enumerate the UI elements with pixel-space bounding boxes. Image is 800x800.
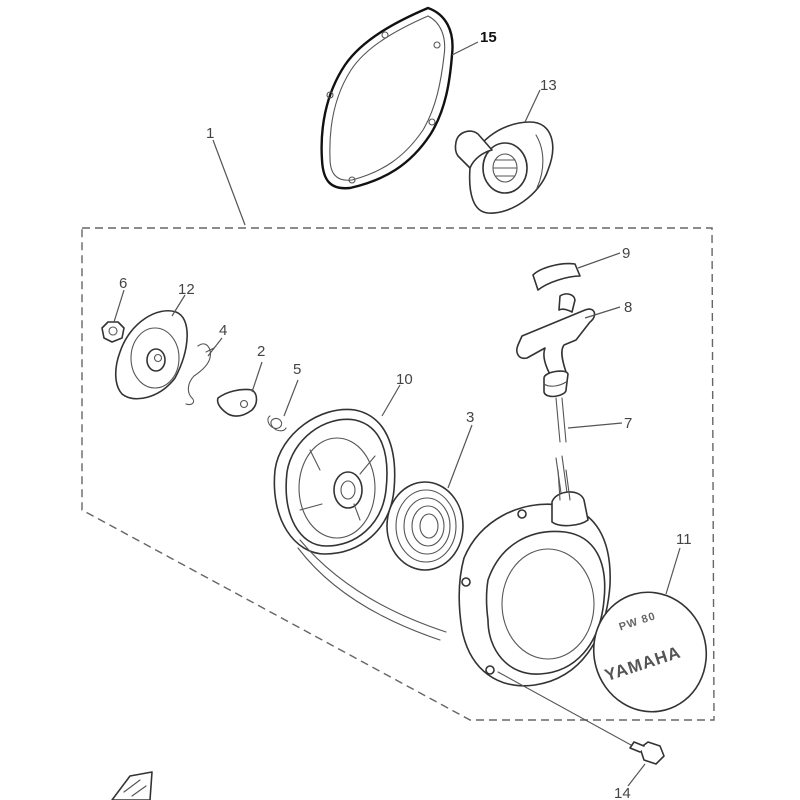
leader-3 [447,424,473,489]
leader-8 [584,306,621,319]
leader-14 [627,763,646,787]
callout-2: 2 [257,343,265,360]
clip-part-4 [185,343,215,406]
callout-8: 8 [624,299,632,316]
callout-6: 6 [119,275,127,292]
handle-part-8 [516,293,596,398]
callout-15: 15 [480,29,497,46]
spiral-spring-part-3 [386,481,464,571]
bolt-part-14 [629,741,665,765]
leader-11 [665,547,681,595]
plate-part-12 [114,310,188,400]
pawl-part-2 [216,388,258,417]
reel-part-10 [273,408,396,555]
leader-15 [451,41,479,56]
callout-12: 12 [178,281,195,298]
callout-9: 9 [622,245,630,262]
leader-5 [283,379,299,417]
callout-14: 14 [614,785,631,800]
callout-5: 5 [293,361,301,378]
leader-10 [381,384,401,417]
gasket-part-15 [320,6,454,190]
assembly-boundary [81,227,715,721]
nut-part-6 [101,321,125,343]
emblem-part-11: PW 80 YAMAHA [592,591,708,713]
callout-4: 4 [219,322,227,339]
callout-13: 13 [540,77,557,94]
pulley-part-13 [454,121,554,214]
callout-1: 1 [206,125,214,142]
leader-12 [171,294,186,317]
starter-case [458,469,611,687]
leader-13 [524,89,541,123]
leader-9 [577,252,621,269]
bolt-axis-line [497,671,641,751]
leader-1 [212,139,246,226]
spring-part-5 [267,415,287,432]
cropped-part-fragment [111,771,153,800]
leader-6 [113,289,125,323]
callout-7: 7 [624,415,632,432]
callout-11: 11 [676,531,692,548]
callout-10: 10 [396,371,413,388]
leader-2 [251,361,263,393]
cap-part-9 [532,262,581,291]
callout-3: 3 [466,409,474,426]
rope-part-7 [555,397,569,501]
rope-routing-line [297,539,447,641]
leader-7 [567,422,623,429]
leader-4 [207,337,223,357]
